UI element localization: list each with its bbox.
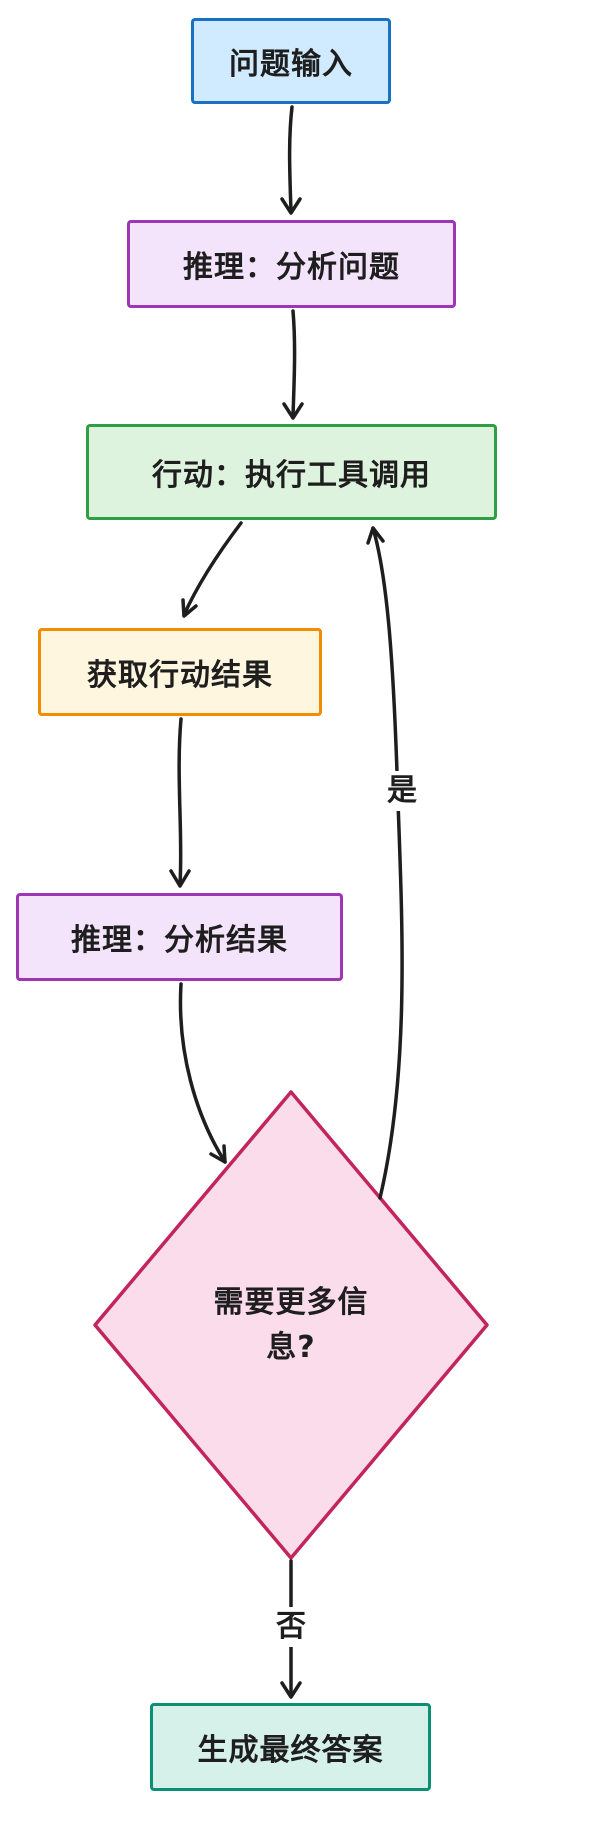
node-reason-analyze-result-label: 推理：分析结果 [71,923,288,958]
arrowhead-reason1-to-action [282,402,304,420]
node-reason-analyze-result: 推理：分析结果 [16,893,343,981]
arrow-action-to-result [182,521,243,617]
edge-label-no: 否 [272,1607,310,1647]
arrow-reason2-to-decision [178,982,227,1164]
arrow-result-to-reason2 [177,717,183,886]
arrowhead-action-to-result [181,598,198,618]
arrowhead-result-to-reason2 [169,869,191,888]
node-problem-input: 问题输入 [191,18,391,104]
node-get-action-result-label: 获取行动结果 [87,658,273,693]
node-decision-need-more-info: 需要更多信息? [201,1265,381,1385]
node-problem-input-label: 问题输入 [229,47,353,82]
node-action-tool-call-label: 行动：执行工具调用 [152,458,431,493]
edge-label-yes: 是 [383,771,421,811]
node-reason-analyze-problem-label: 推理：分析问题 [183,250,400,285]
node-get-action-result: 获取行动结果 [38,628,322,716]
node-generate-final-answer-label: 生成最终答案 [197,1733,384,1768]
node-action-tool-call: 行动：执行工具调用 [86,424,497,520]
arrow-input-to-reason1 [287,105,294,214]
arrowhead-input-to-reason1 [280,197,302,215]
arrowhead-decision-to-final-no [280,1681,302,1699]
arrow-reason1-to-action [291,309,297,418]
arrow-decision-to-action-yes [371,526,404,1200]
arrowhead-reason2-to-decision [209,1144,227,1164]
node-generate-final-answer: 生成最终答案 [150,1703,431,1791]
node-reason-analyze-problem: 推理：分析问题 [127,220,456,308]
arrowhead-decision-to-action-yes [366,526,385,545]
node-decision-label: 需要更多信息? [213,1285,369,1365]
